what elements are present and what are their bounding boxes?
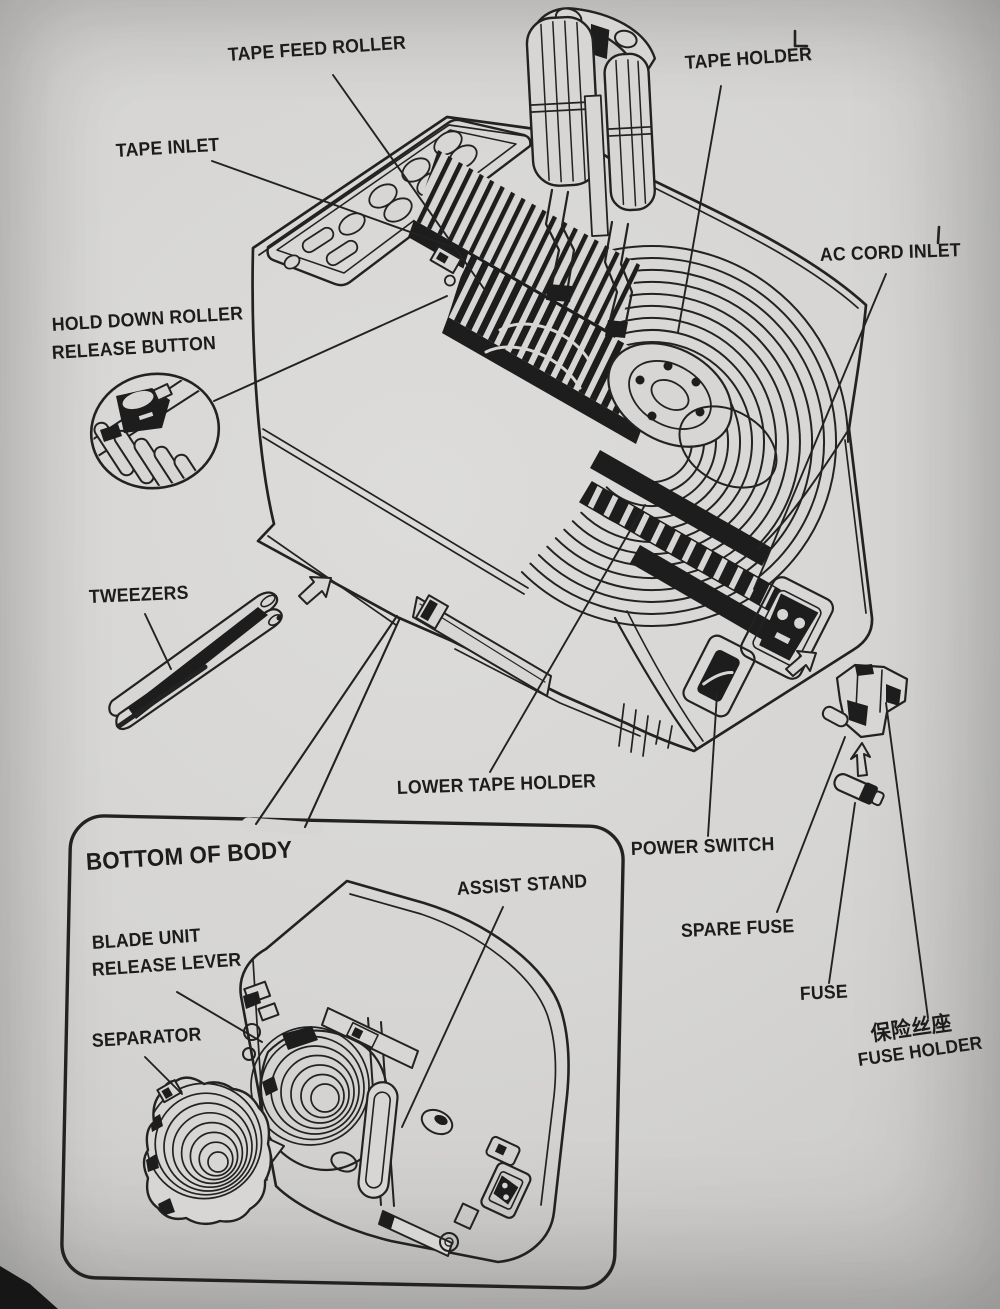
base-foot-hatching <box>618 703 673 757</box>
callout-wedge-left <box>254 614 399 826</box>
release-button-magnifier <box>89 372 221 496</box>
arrow-up-icon <box>850 742 871 777</box>
lower-tape-holder-slot <box>412 594 552 697</box>
ac-cord-inlet-drawing <box>739 576 835 680</box>
tweezers-drawing <box>108 591 283 731</box>
leader-lines <box>144 74 929 1128</box>
leader-lower-tape-holder <box>489 504 646 773</box>
leader-tape-holder <box>677 85 722 333</box>
hold-down-roller-parts <box>429 245 463 287</box>
leader-fuse-holder <box>885 702 929 1019</box>
leader-fuse <box>828 802 856 984</box>
leader-tape-feed-roller <box>332 74 488 294</box>
power-switch-drawing <box>682 634 756 718</box>
bottom-of-body-box <box>60 814 625 1290</box>
bottom-view-drawing <box>142 879 570 1264</box>
label-tweezers: TWEEZERS <box>88 582 190 608</box>
leader-tape-inlet <box>211 160 453 248</box>
arrow-into-ac-inlet-icon <box>785 650 817 677</box>
leader-power-switch <box>707 693 718 837</box>
photo-corner-shadow <box>0 1266 58 1309</box>
tape-stack-bands <box>579 450 790 650</box>
control-panel <box>266 118 532 287</box>
label-fuse: FUSE <box>799 981 849 1005</box>
arrow-left-icon <box>298 576 332 605</box>
blade-unit-release-lever-parts <box>242 980 280 1061</box>
leader-tweezers <box>144 613 172 670</box>
leader-blade-unit <box>176 991 263 1043</box>
fuse-holder-part <box>821 663 909 739</box>
leader-spare-fuse <box>776 736 846 913</box>
scan-marks <box>793 29 941 245</box>
machine-body-outline <box>251 115 874 753</box>
assist-stand-drawing <box>357 1081 399 1199</box>
leader-hold-down-roller <box>213 295 448 402</box>
tape-holder-arm <box>525 7 657 338</box>
leader-assist-stand <box>401 906 504 1128</box>
fuse-part <box>833 773 885 807</box>
leader-ac-cord-inlet <box>753 273 887 590</box>
tape-feed-roller-drum <box>408 150 778 489</box>
leader-separator <box>144 1056 183 1095</box>
separator-drawing <box>142 1076 273 1226</box>
callout-wedge-right <box>303 616 402 829</box>
